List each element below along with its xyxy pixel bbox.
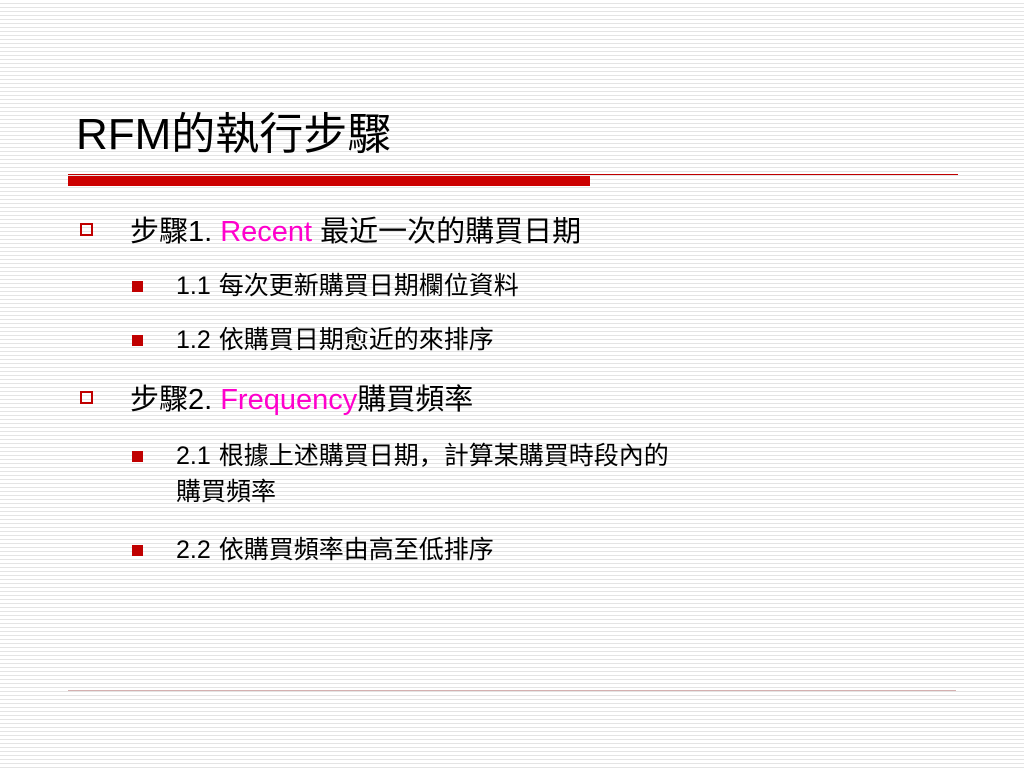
- sub-number: 2.1: [176, 442, 211, 470]
- bullet-2-1-continuation: 購買頻率: [176, 477, 277, 506]
- step-description: 最近一次的購買日期: [320, 214, 582, 248]
- sub-text: 根據上述購買日期，計算某購買時段內的: [218, 441, 669, 470]
- sub-text: 依購買頻率由高至低排序: [218, 535, 494, 564]
- step-label: 步驟: [130, 214, 189, 248]
- hollow-square-icon: [80, 391, 93, 404]
- bullet-step-2: 步驟2.Frequency購買頻率: [76, 374, 956, 424]
- sub-number: 1.1: [176, 272, 211, 300]
- sub-text: 每次更新購買日期欄位資料: [218, 271, 519, 300]
- title-underline-thick: [68, 176, 590, 186]
- filled-square-icon: [132, 545, 143, 556]
- sub-text: 依購買日期愈近的來排序: [218, 325, 494, 354]
- filled-square-icon: [132, 281, 143, 292]
- step-number: 1.: [188, 216, 213, 248]
- filled-square-icon: [132, 335, 143, 346]
- step-keyword: Frequency: [220, 384, 358, 416]
- sub-number: 1.2: [176, 326, 211, 354]
- slide-title: RFM的執行步驟: [76, 110, 392, 159]
- step-description: 購買頻率: [357, 382, 474, 416]
- sub-number: 2.2: [176, 536, 211, 564]
- bullet-step-2-text: 步驟2.Frequency購買頻率: [130, 374, 473, 425]
- title-underline-thin: [68, 174, 958, 175]
- step-keyword: Recent: [220, 216, 313, 248]
- step-number: 2.: [188, 384, 213, 416]
- hollow-square-icon: [80, 223, 93, 236]
- step-label: 步驟: [130, 382, 189, 416]
- footer-divider: [68, 690, 956, 691]
- filled-square-icon: [132, 451, 143, 462]
